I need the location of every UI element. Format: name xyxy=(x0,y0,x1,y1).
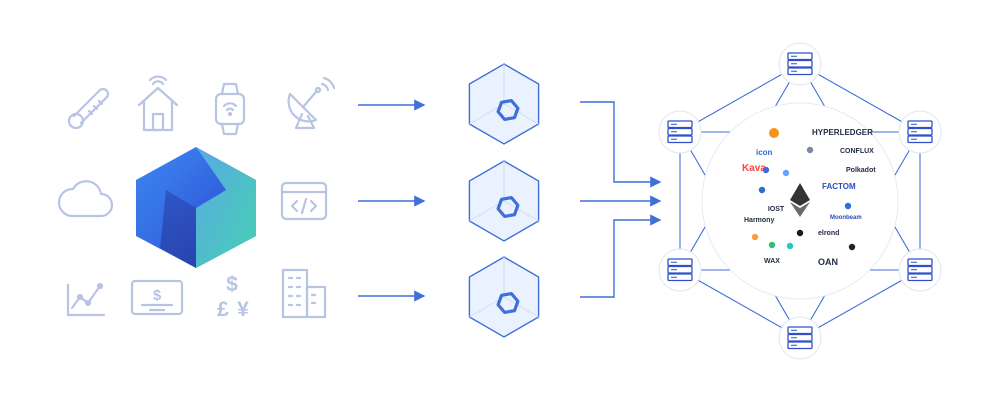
payment-card-dollar-sign: $ xyxy=(153,287,162,304)
server-icon xyxy=(787,326,813,350)
chain-logo-label: Polkadot xyxy=(846,167,876,174)
server-node-6 xyxy=(658,110,702,154)
line-chart-icon xyxy=(66,282,106,317)
chain-logo-label: Kava xyxy=(742,163,766,174)
yen-symbol: ¥ xyxy=(237,298,249,321)
pound-symbol: £ xyxy=(217,298,229,321)
arrow-node3-network xyxy=(580,214,662,298)
currency-symbols-icon: $ £ ¥ xyxy=(217,273,249,321)
chain-logo-mark xyxy=(751,233,759,241)
smart-home-icon xyxy=(137,75,179,132)
server-icon xyxy=(787,52,813,76)
node-arrows xyxy=(580,101,662,298)
chain-logo-mark xyxy=(762,166,770,174)
chain-logo-label: FACTOM xyxy=(822,182,856,191)
source-arrows xyxy=(358,99,426,302)
oracle-node-2 xyxy=(468,160,540,242)
satellite-dish-icon xyxy=(287,76,336,130)
chain-logo-label: IOST xyxy=(768,206,785,213)
network-link xyxy=(679,269,801,339)
office-buildings-icon xyxy=(281,268,327,319)
chain-logo-label: Harmony xyxy=(744,217,774,224)
central-hexagon-logo xyxy=(136,147,256,268)
chain-logo-label: CONFLUX xyxy=(840,148,874,155)
chain-logo-label: HYPERLEDGER xyxy=(812,128,873,137)
thermometer-icon xyxy=(67,87,110,130)
code-window-icon xyxy=(280,181,328,221)
chainlink-link-icon xyxy=(496,292,520,314)
server-icon xyxy=(667,258,693,282)
chain-logo-mark xyxy=(768,241,776,249)
network-link xyxy=(799,63,921,133)
server-icon xyxy=(907,120,933,144)
server-node-2 xyxy=(898,110,942,154)
chain-logo-label: Moonbeam xyxy=(830,215,862,221)
cloud-icon xyxy=(57,180,114,218)
server-node-3 xyxy=(898,248,942,292)
ethereum-icon xyxy=(790,183,810,217)
payment-card-icon xyxy=(130,279,184,316)
chainlink-link-icon xyxy=(496,196,520,218)
dollar-symbol: $ xyxy=(226,273,238,296)
chain-logo-mark xyxy=(796,229,804,237)
chain-logo-label: WAX xyxy=(764,258,780,265)
smartwatch-icon xyxy=(214,82,246,136)
chain-logo-mark xyxy=(844,202,852,210)
network-link xyxy=(679,63,801,133)
oracle-node-3 xyxy=(468,256,540,338)
server-icon xyxy=(667,120,693,144)
chainlink-link-icon xyxy=(496,99,520,121)
chain-logo-label: elrond xyxy=(818,230,839,237)
blockchain-logo-cluster: HYPERLEDGER icon CONFLUX Kava PolkadotFACTOM… xyxy=(701,102,899,300)
server-node-4 xyxy=(778,316,822,360)
bitcoin-icon xyxy=(769,128,779,138)
chain-logo-mark xyxy=(806,146,814,154)
chain-logo-mark xyxy=(758,186,766,194)
chain-logo-mark xyxy=(782,169,790,177)
chain-logo-mark xyxy=(786,242,794,250)
server-icon xyxy=(907,258,933,282)
chain-logo-mark xyxy=(848,243,856,251)
oracle-nodes xyxy=(468,63,540,338)
server-node-5 xyxy=(658,248,702,292)
chain-logo-label: icon xyxy=(756,148,773,157)
chain-logo-label: OAN xyxy=(818,257,838,267)
server-node-1 xyxy=(778,42,822,86)
arrow-node1-network xyxy=(580,101,662,188)
network-link xyxy=(799,269,921,339)
oracle-node-1 xyxy=(468,63,540,145)
